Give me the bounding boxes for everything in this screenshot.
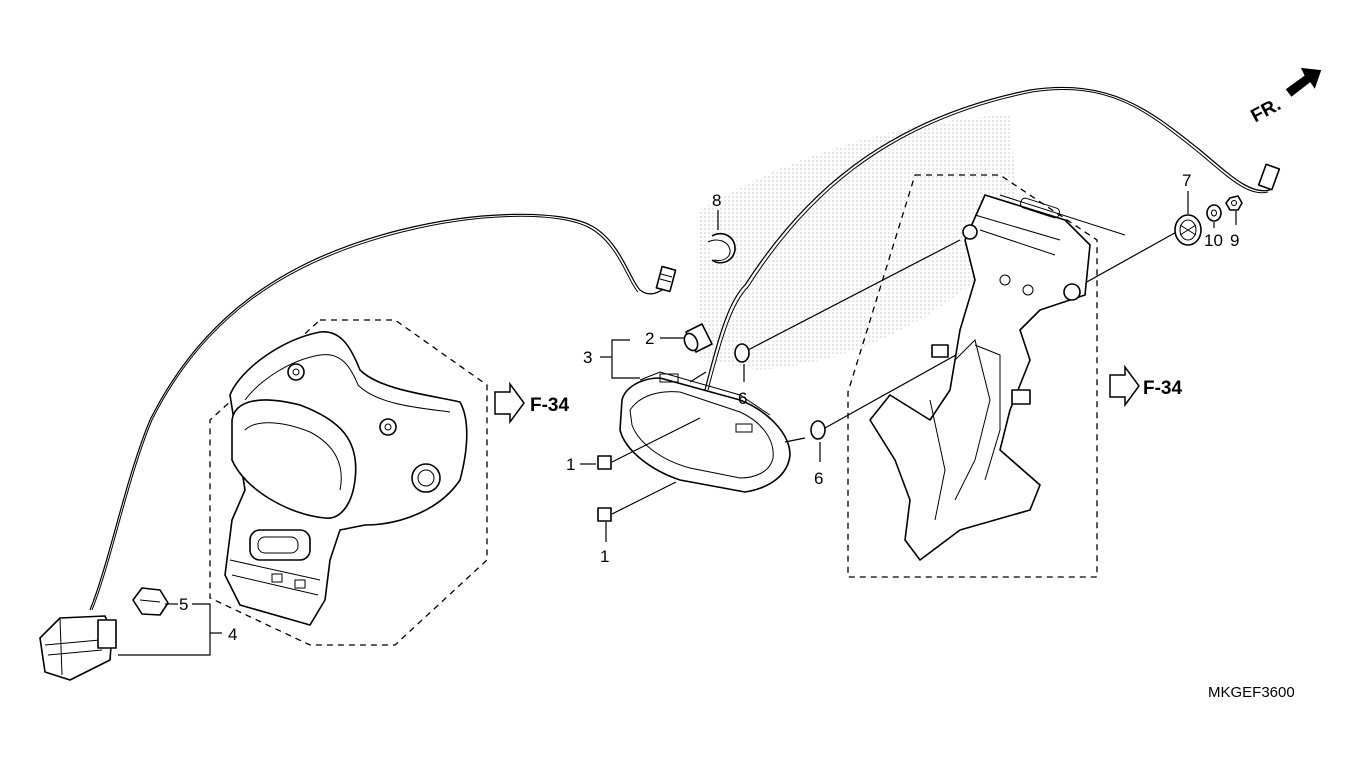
- callout-10: 10: [1204, 231, 1223, 250]
- callout-9: 9: [1230, 231, 1239, 250]
- reference-f34-right: F-34: [1109, 364, 1183, 408]
- reference-f34-left-label: F-34: [530, 395, 570, 416]
- assembly-outline-left: [209, 319, 488, 646]
- taillight-part-3: 3: [583, 339, 806, 493]
- nut-part-1-upper: 1: [566, 417, 701, 474]
- assembly-outline-right: [847, 174, 1098, 578]
- washer-part-10: 10: [1204, 204, 1223, 250]
- connector-part-5: [132, 587, 169, 616]
- callout-2: 2: [645, 329, 654, 348]
- wire-connector-end-icon: [1257, 163, 1281, 191]
- rear-fender-housing: [224, 331, 468, 626]
- clip-part-8: 8: [707, 191, 736, 264]
- callout-6-upper: 6: [738, 389, 747, 408]
- callout-8: 8: [712, 191, 721, 210]
- callout-1-upper: 1: [566, 455, 575, 474]
- collar-part-2: 2: [645, 323, 713, 353]
- front-label: FR.: [1248, 94, 1285, 127]
- leader-lines-4-5: 5 4: [118, 595, 237, 656]
- callout-5: 5: [179, 595, 188, 614]
- nut-part-9: 9: [1225, 195, 1243, 250]
- license-plate-bracket: [869, 194, 1126, 561]
- callout-7: 7: [1182, 171, 1191, 190]
- reference-f34-right-label: F-34: [1143, 378, 1183, 399]
- front-direction-arrow: FR.: [1248, 67, 1322, 127]
- wire-harness-right: [704, 86, 1281, 391]
- wire-harness-left: [89, 213, 677, 611]
- grommet-part-7: 7: [1174, 171, 1202, 246]
- callout-1-lower: 1: [600, 547, 609, 566]
- callout-4: 4: [228, 625, 237, 644]
- bolt-part-6-upper: 6: [734, 239, 961, 408]
- reference-f34-left: F-34: [494, 381, 570, 425]
- callout-3: 3: [583, 348, 592, 367]
- wire-connector-end-icon: [655, 265, 677, 293]
- connector-part-4: [39, 615, 117, 681]
- background-watermark: [700, 115, 1020, 370]
- image-code: MKGEF3600: [1208, 684, 1295, 701]
- callout-6-lower: 6: [814, 469, 823, 488]
- nut-part-1-lower: 1: [597, 481, 677, 566]
